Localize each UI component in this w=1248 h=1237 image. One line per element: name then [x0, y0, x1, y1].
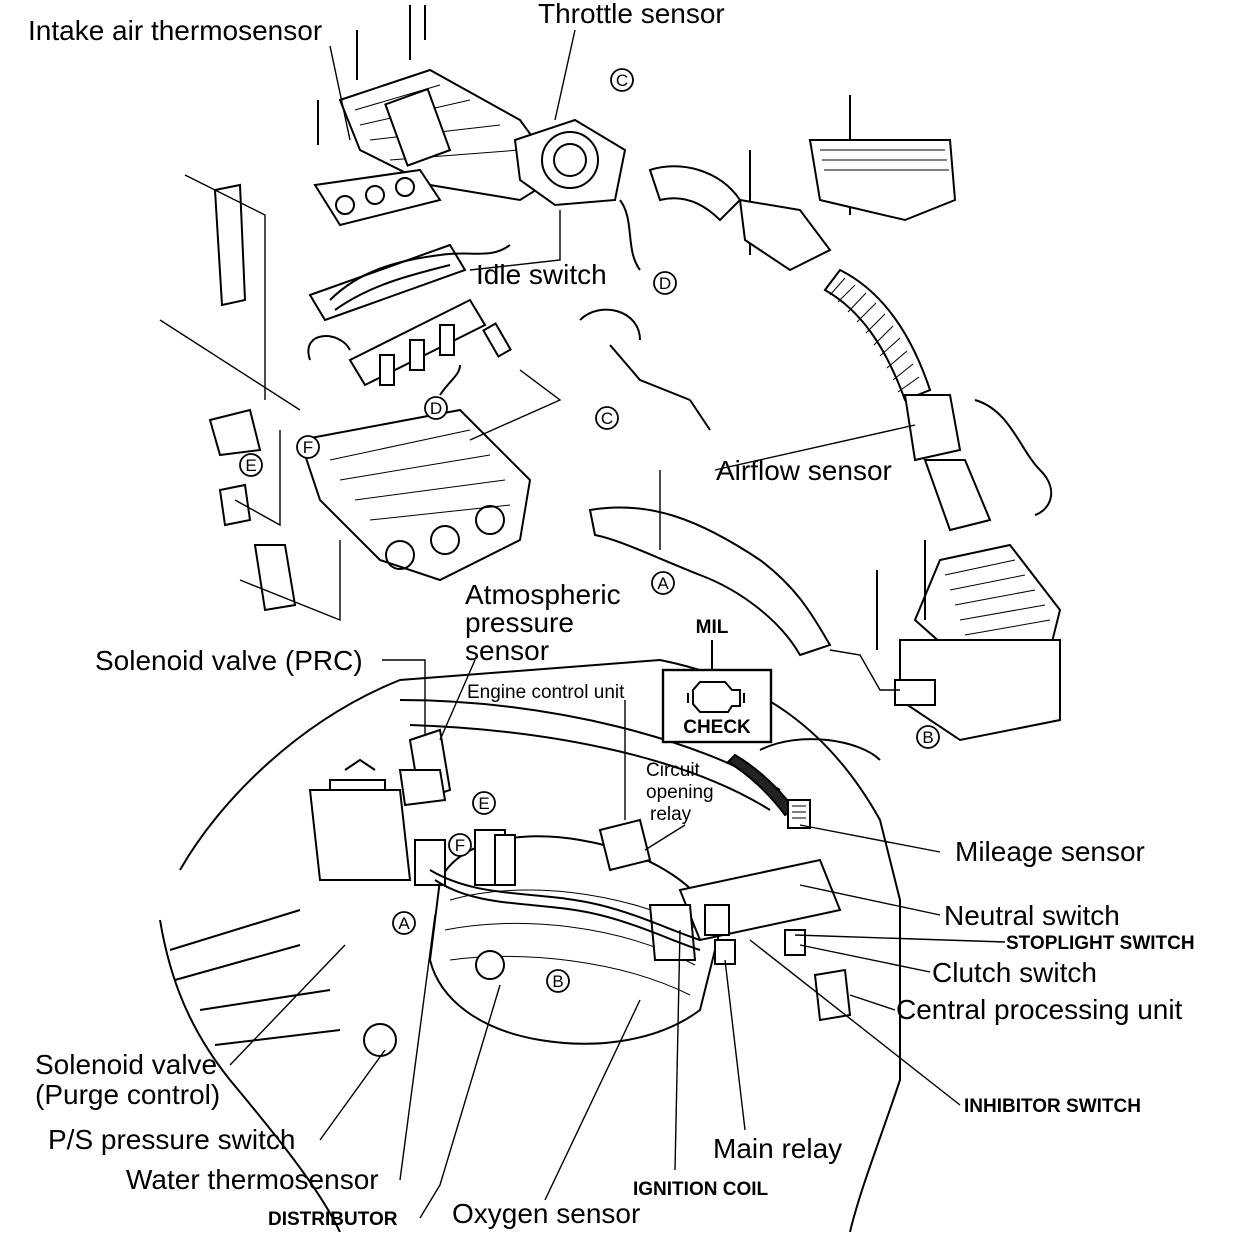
label-inhibitor-switch: INHIBITOR SWITCH [964, 1096, 1141, 1117]
svg-text:F: F [455, 836, 465, 855]
circled-letter-icon [296, 435, 320, 459]
svg-text:C: C [601, 409, 613, 428]
mil-check-indicator: CHECK [661, 640, 773, 744]
marker-a-lower: A [392, 911, 416, 935]
svg-text:F: F [303, 438, 313, 457]
svg-text:A: A [657, 574, 669, 593]
svg-text:E: E [478, 794, 489, 813]
check-engine-box [661, 668, 773, 744]
label-ignition-coil: IGNITION COIL [633, 1179, 769, 1200]
label-atmospheric-line3: sensor [465, 635, 549, 666]
label-solenoid-purge-line2: (Purge control) [35, 1079, 220, 1110]
marker-f-lower: F [448, 833, 472, 857]
label-water-thermosensor: Water thermosensor [126, 1164, 379, 1195]
label-solenoid-valve-prc: Solenoid valve (PRC) [95, 645, 363, 676]
engine-check-icon [687, 681, 745, 713]
label-circuit-line1: Circuit [646, 760, 701, 781]
check-text: CHECK [683, 717, 751, 738]
svg-text:D: D [430, 399, 442, 418]
svg-text:B: B [552, 972, 563, 991]
label-mil: MIL [696, 617, 729, 638]
label-distributor: DISTRIBUTOR [268, 1209, 398, 1230]
connector-markers: C D D C F E A B [239, 68, 940, 993]
circled-letter-icon [610, 68, 634, 92]
svg-text:A: A [398, 914, 410, 933]
circled-letter-icon [472, 791, 496, 815]
label-stoplight-switch: STOPLIGHT SWITCH [1006, 933, 1195, 954]
marker-c-upper: C [610, 68, 634, 92]
label-throttle-sensor: Throttle sensor [538, 0, 725, 29]
component-labels: Intake air thermosensor Throttle sensor … [28, 0, 1195, 1230]
circled-letter-icon [595, 406, 619, 430]
label-neutral-switch: Neutral switch [944, 900, 1120, 931]
label-atmospheric-line2: pressure [465, 607, 574, 638]
circled-letter-icon [239, 453, 263, 477]
svg-text:B: B [922, 728, 933, 747]
marker-e-lower: E [472, 791, 496, 815]
circled-letter-icon [424, 396, 448, 420]
circled-letter-icon [653, 271, 677, 295]
circled-letter-icon [651, 571, 675, 595]
marker-e-upper: E [239, 453, 263, 477]
label-ps-pressure-switch: P/S pressure switch [48, 1124, 295, 1155]
label-engine-control-unit: Engine control unit [467, 682, 625, 703]
marker-b-lower: B [546, 969, 570, 993]
intake-duct-assembly [648, 139, 1062, 742]
circled-letter-icon [448, 833, 472, 857]
label-intake-air-thermosensor: Intake air thermosensor [28, 15, 322, 46]
marker-d-upper: D [653, 271, 677, 295]
label-airflow-sensor: Airflow sensor [716, 455, 892, 486]
svg-text:D: D [659, 274, 671, 293]
svg-text:E: E [245, 456, 256, 475]
marker-a-upper: A [651, 571, 675, 595]
label-circuit-line3: relay [650, 804, 692, 825]
marker-c-lower: C [595, 406, 619, 430]
circled-letter-icon [916, 725, 940, 749]
label-oxygen-sensor: Oxygen sensor [452, 1198, 640, 1229]
marker-b-upper: B [916, 725, 940, 749]
marker-f-upper: F [296, 435, 320, 459]
label-idle-switch: Idle switch [476, 259, 607, 290]
label-atmospheric-line1: Atmospheric [465, 579, 621, 610]
label-clutch-switch: Clutch switch [932, 957, 1097, 988]
svg-text:C: C [616, 71, 628, 90]
label-circuit-line2: opening [646, 782, 714, 803]
circled-letter-icon [546, 969, 570, 993]
label-solenoid-purge-line1: Solenoid valve [35, 1049, 217, 1080]
label-mileage-sensor: Mileage sensor [955, 836, 1145, 867]
circled-letter-icon [392, 911, 416, 935]
intake-manifold-exploded-view [159, 5, 851, 657]
engine-bay-view [159, 658, 901, 1233]
label-leader-lines [229, 29, 1006, 1219]
label-main-relay: Main relay [713, 1133, 842, 1164]
label-central-processing-unit: Central processing unit [896, 994, 1183, 1025]
marker-d-lower: D [424, 396, 448, 420]
